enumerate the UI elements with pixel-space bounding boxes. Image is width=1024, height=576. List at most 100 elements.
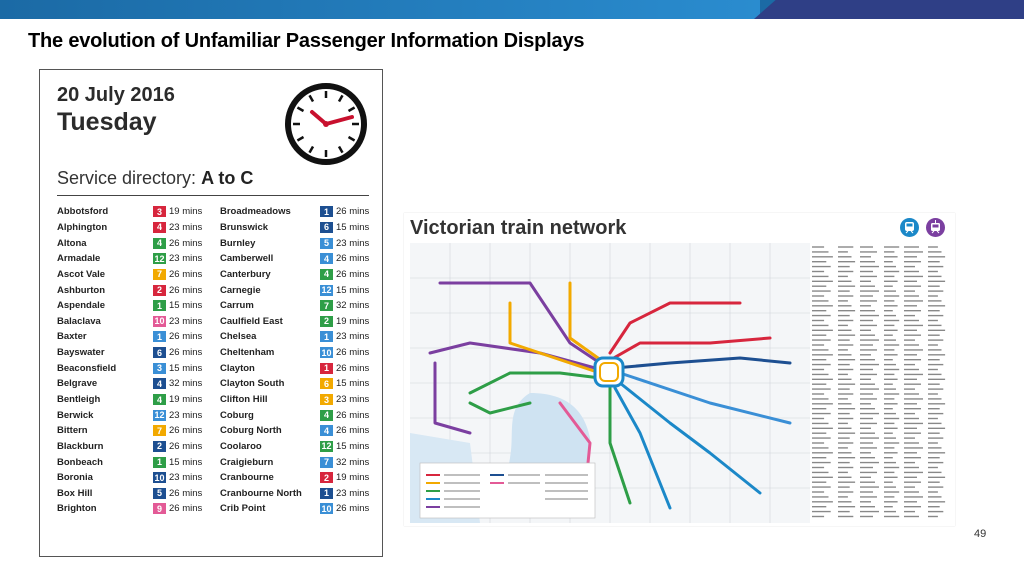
travel-time: 26 mins xyxy=(336,503,370,515)
platform-badge: 10 xyxy=(320,503,333,515)
travel-time: 26 mins xyxy=(169,440,203,452)
platform-badge: 10 xyxy=(153,315,166,327)
station-name: Blackburn xyxy=(57,440,104,452)
platform-badge: 1 xyxy=(320,487,333,499)
platform-badge: 4 xyxy=(320,268,333,280)
travel-time: 19 mins xyxy=(336,472,370,484)
station-name: Coburg xyxy=(220,409,254,421)
platform-badge: 2 xyxy=(153,440,166,452)
travel-time: 23 mins xyxy=(169,315,203,327)
station-name: Ashburton xyxy=(57,284,106,296)
station-name: Abbotsford xyxy=(57,206,109,218)
travel-time: 26 mins xyxy=(336,409,370,421)
travel-time: 32 mins xyxy=(336,300,370,312)
platform-badge: 12 xyxy=(153,253,166,265)
platform-badge: 12 xyxy=(153,409,166,421)
platform-badge: 4 xyxy=(320,425,333,437)
travel-time: 15 mins xyxy=(336,440,370,452)
service-directory-display: 20 July 2016 Tuesday Service directory: … xyxy=(39,69,383,557)
station-name: Carrum xyxy=(220,300,254,312)
travel-time: 32 mins xyxy=(169,378,203,390)
travel-time: 26 mins xyxy=(336,347,370,359)
travel-time: 23 mins xyxy=(336,331,370,343)
map-title: Victorian train network xyxy=(410,217,627,239)
travel-time: 26 mins xyxy=(169,284,203,296)
travel-time: 26 mins xyxy=(336,268,370,280)
station-name: Bentleigh xyxy=(57,394,101,405)
platform-badge: 10 xyxy=(153,472,166,484)
travel-time: 26 mins xyxy=(336,362,370,374)
station-name: Coolaroo xyxy=(220,440,262,452)
travel-time: 32 mins xyxy=(336,456,370,468)
travel-time: 23 mins xyxy=(336,487,370,499)
travel-time: 15 mins xyxy=(169,362,203,374)
platform-badge: 5 xyxy=(153,487,166,499)
station-name: Clifton Hill xyxy=(220,394,268,405)
travel-time: 26 mins xyxy=(169,503,203,515)
station-name: Chelsea xyxy=(220,331,257,343)
station-name: Burnley xyxy=(220,237,256,249)
platform-badge: 4 xyxy=(153,221,166,233)
station-name: Belgrave xyxy=(57,378,98,390)
platform-badge: 7 xyxy=(153,268,166,280)
station-name: Armadale xyxy=(57,253,101,265)
platform-badge: 6 xyxy=(320,221,333,233)
travel-time: 23 mins xyxy=(169,409,203,421)
platform-badge: 3 xyxy=(320,394,333,405)
travel-time: 23 mins xyxy=(169,221,203,233)
display-day: Tuesday xyxy=(57,108,157,136)
tram-icon xyxy=(926,218,945,237)
station-name: Ascot Vale xyxy=(57,268,106,280)
station-name: Brunswick xyxy=(220,221,269,233)
platform-badge: 10 xyxy=(320,347,333,359)
top-banner-accent xyxy=(754,0,1024,19)
top-banner xyxy=(0,0,1024,19)
platform-badge: 4 xyxy=(153,394,166,405)
platform-badge: 1 xyxy=(320,331,333,343)
platform-badge: 4 xyxy=(153,237,166,249)
station-name: Alphington xyxy=(57,221,108,233)
station-name: Boronia xyxy=(57,472,93,484)
platform-badge: 4 xyxy=(153,378,166,390)
platform-badge: 2 xyxy=(320,472,333,484)
travel-time: 19 mins xyxy=(169,206,203,218)
travel-time: 26 mins xyxy=(336,253,370,265)
station-index-table xyxy=(812,246,946,518)
travel-time: 15 mins xyxy=(336,378,370,390)
top-banner-gradient xyxy=(0,0,760,19)
station-name: Coburg North xyxy=(220,425,282,437)
station-name: Bayswater xyxy=(57,347,105,359)
travel-time: 26 mins xyxy=(169,331,203,343)
travel-time: 15 mins xyxy=(336,221,370,233)
travel-time: 23 mins xyxy=(169,253,203,265)
heading-divider xyxy=(57,195,369,196)
travel-time: 19 mins xyxy=(336,315,370,327)
train-icon xyxy=(900,218,919,237)
platform-badge: 5 xyxy=(320,237,333,249)
station-name: Crib Point xyxy=(220,503,266,515)
station-name: Balaclava xyxy=(57,315,101,327)
platform-badge: 2 xyxy=(320,315,333,327)
station-name: Clayton South xyxy=(220,378,285,390)
